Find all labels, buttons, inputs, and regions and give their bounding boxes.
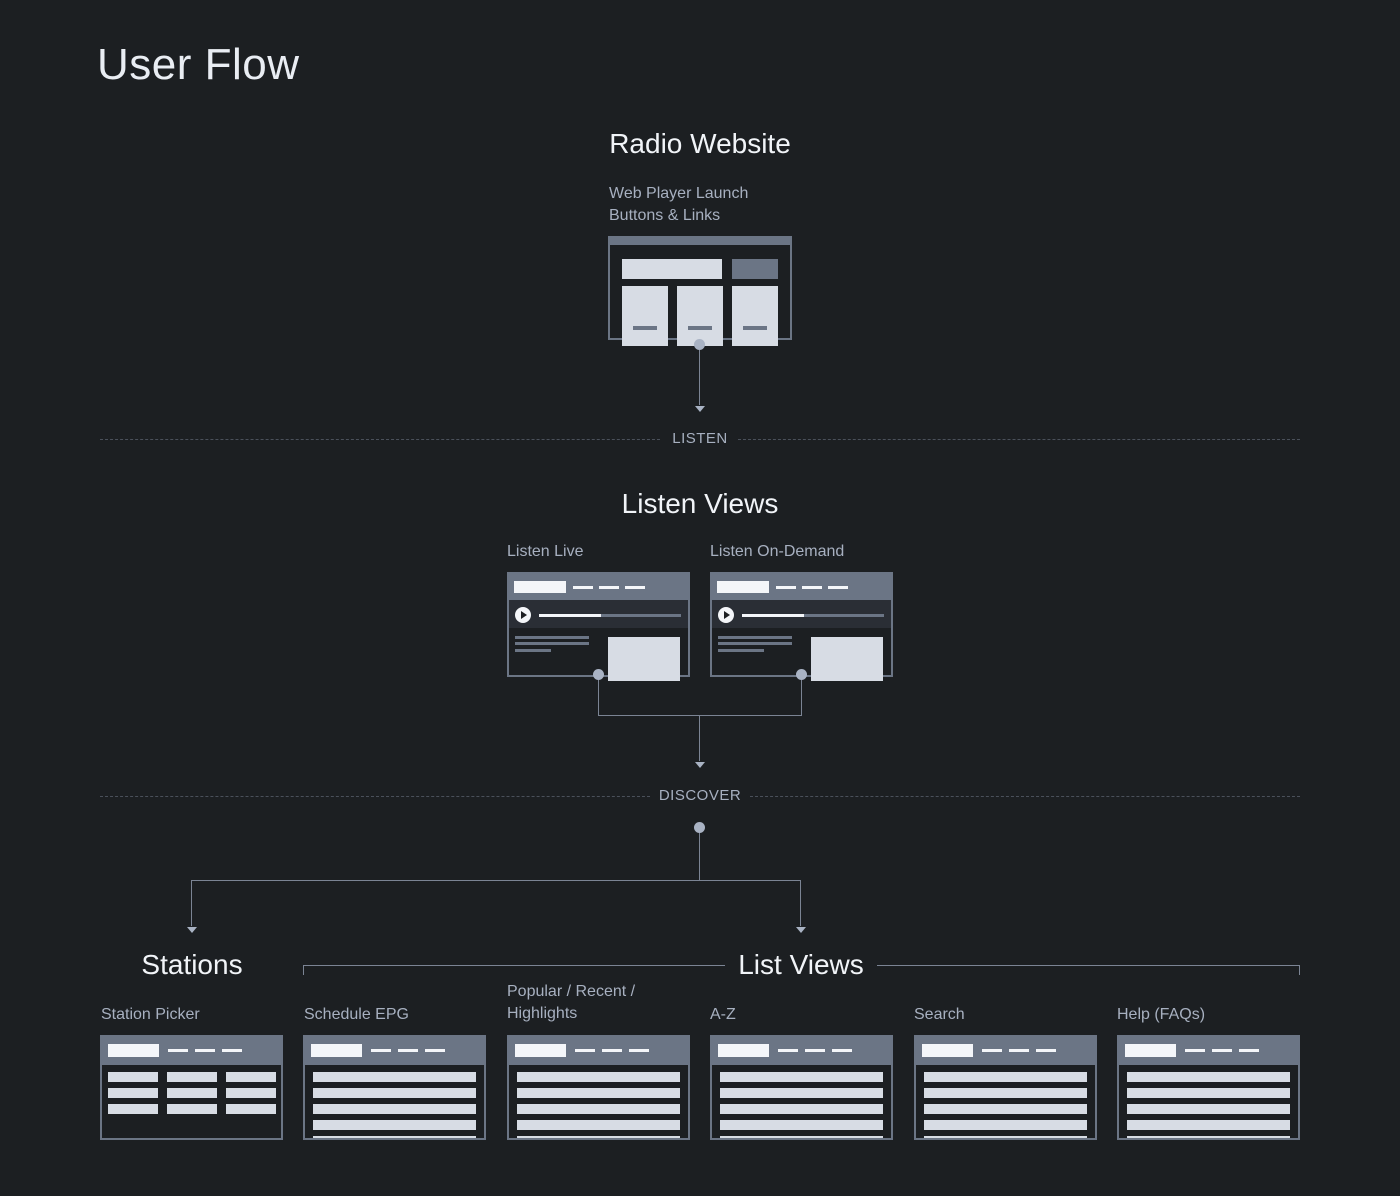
play-icon: [515, 607, 531, 623]
station-picker-wireframe: [100, 1035, 283, 1140]
list-view-label: Search: [914, 1006, 965, 1023]
connector-node: [694, 822, 705, 833]
list-view-label: Help (FAQs): [1117, 1006, 1206, 1023]
website-wireframe: [608, 236, 792, 346]
divider-line: [100, 796, 650, 797]
divider-line: [738, 439, 1300, 440]
radio-website-heading: Radio Website: [609, 128, 791, 159]
help-faqs-wireframe: [1117, 1035, 1300, 1140]
discover-divider-label: DISCOVER: [658, 787, 742, 804]
bracket-line: [1299, 965, 1300, 975]
connector-node: [593, 669, 604, 680]
connector-line: [800, 880, 801, 926]
search-wireframe: [914, 1035, 1097, 1140]
listen-live-label: Listen Live: [507, 543, 584, 560]
connector-line: [699, 833, 700, 880]
listen-divider-label: LISTEN: [672, 430, 728, 447]
wireframe-sidebar-block: [732, 259, 778, 279]
connector-line: [699, 715, 700, 761]
list-view-label: Schedule EPG: [304, 1006, 409, 1023]
bracket-line: [303, 965, 725, 966]
connector-line: [598, 715, 802, 716]
stations-heading: Stations: [141, 949, 243, 980]
schedule-epg-wireframe: [303, 1035, 486, 1140]
radio-website-caption: Web Player Launch Buttons & Links: [609, 183, 748, 227]
listen-live-wireframe: [507, 572, 690, 681]
connector-line: [801, 680, 802, 715]
wireframe-card: [622, 286, 668, 346]
listen-views-heading: Listen Views: [621, 488, 779, 519]
listen-ondemand-label: Listen On-Demand: [710, 543, 845, 560]
wireframe-card: [732, 286, 778, 346]
wireframe-card: [677, 286, 723, 346]
divider-line: [100, 439, 660, 440]
bracket-line: [877, 965, 1299, 966]
list-views-heading: List Views: [738, 949, 864, 980]
arrow-down-icon: [695, 406, 705, 412]
connector-line: [191, 880, 801, 881]
caption-line: Web Player Launch: [609, 185, 749, 202]
connector-line: [191, 880, 192, 926]
connector-node: [694, 339, 705, 350]
page-title: User Flow: [97, 40, 300, 89]
a-z-wireframe: [710, 1035, 893, 1140]
divider-line: [750, 796, 1300, 797]
caption-line: Buttons & Links: [609, 207, 721, 224]
arrow-down-icon: [187, 927, 197, 933]
station-picker-label: Station Picker: [101, 1006, 200, 1023]
arrow-down-icon: [796, 927, 806, 933]
connector-line: [598, 680, 599, 715]
arrow-down-icon: [695, 762, 705, 768]
listen-ondemand-wireframe: [710, 572, 893, 681]
list-view-label: Popular / Recent / Highlights: [507, 983, 636, 1022]
connector-line: [699, 350, 700, 405]
wireframe-header-bar: [610, 238, 790, 245]
play-icon: [718, 607, 734, 623]
connector-node: [796, 669, 807, 680]
popular-recent-wireframe: [507, 1035, 690, 1140]
list-view-label: A-Z: [710, 1006, 736, 1023]
bracket-line: [303, 965, 304, 975]
wireframe-banner: [622, 259, 722, 279]
